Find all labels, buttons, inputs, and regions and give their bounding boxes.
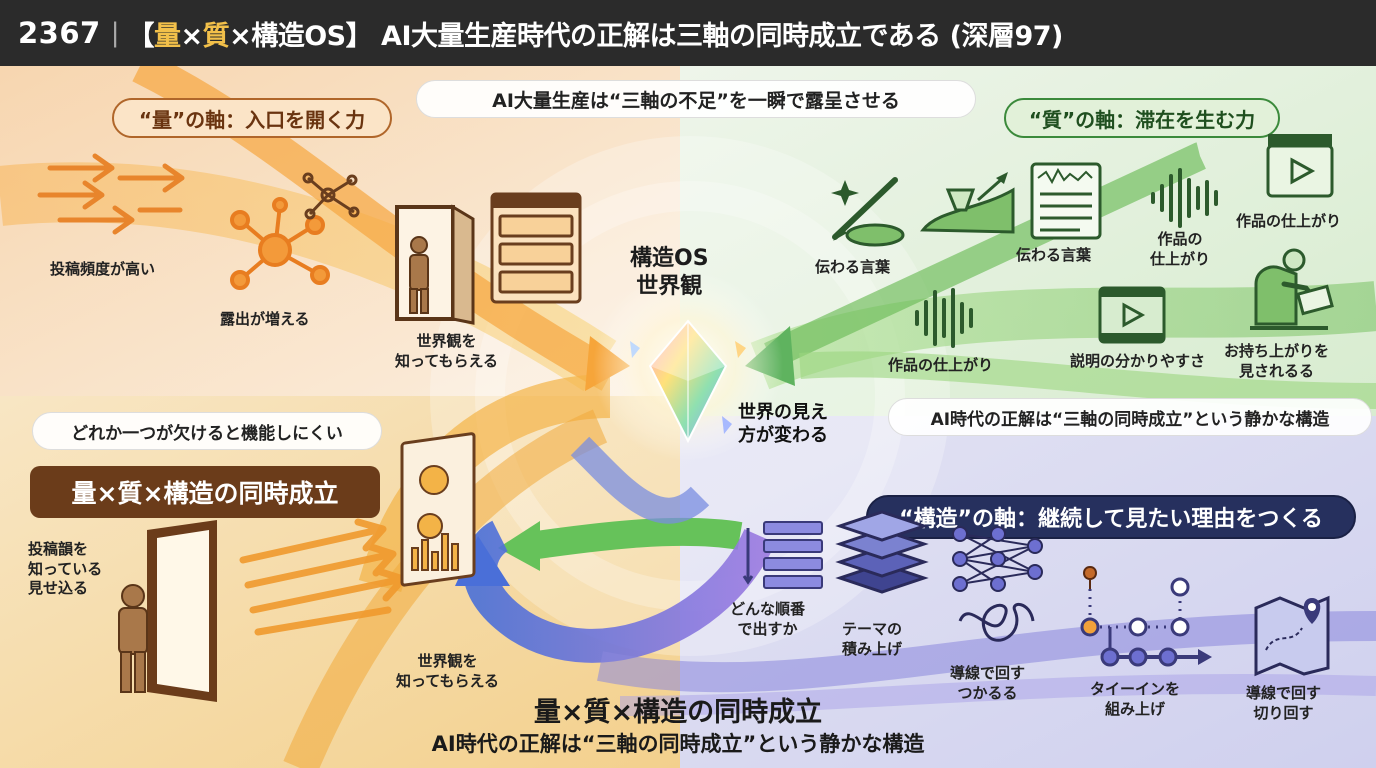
title-quality: 質	[202, 20, 230, 52]
label-worldview-known-bottom: 世界観を知ってもらえる	[396, 652, 500, 690]
label-finish-2: 作品の仕上がり	[1236, 212, 1342, 230]
header-bar: 2367 | 【量×質×構造OS】 AI大量生産時代の正解は三軸の同時成立である…	[0, 0, 1376, 66]
label-tie-in: タイーインを組み上げ	[1090, 680, 1181, 718]
title-quantity: 量	[153, 20, 181, 52]
brush-icon	[831, 177, 905, 247]
structure-axis-pill: “構造”の軸：継続して見たい理由をつくる	[866, 495, 1356, 539]
video-play-icon	[1098, 286, 1166, 344]
map-pin-icon	[1254, 595, 1330, 677]
label-theme: テーマの積み上げ	[842, 620, 903, 658]
label-flow-cycle: 導線で回す切り回す	[1246, 684, 1322, 722]
person-laptop-icon	[1250, 248, 1334, 330]
label-finish-3: 作品の仕上がり	[888, 356, 994, 374]
door-light-icon	[118, 520, 217, 702]
quantity-axis-pill: “量”の軸：入口を開く力	[112, 98, 392, 138]
note-right: AI時代の正解は“三軸の同時成立”という静かな構造	[888, 398, 1372, 436]
arrows-right-icon	[37, 153, 185, 235]
label-lifted: お持ち上がりを見されるる	[1224, 342, 1330, 380]
document-list-icon	[490, 192, 582, 304]
title-structure-os: ×構造OS】	[229, 20, 373, 52]
title-rest: AI大量生産時代の正解は三軸の同時成立である (深層97)	[381, 20, 1063, 52]
network-small-icon	[302, 172, 360, 220]
neural-network-icon	[952, 526, 1043, 592]
bottom-subtitle: AI時代の正解は“三軸の同時成立”という静かな構造	[431, 732, 925, 756]
article-number: 2367	[18, 16, 101, 50]
pen-tool-icon	[920, 172, 1015, 234]
banner-top: AI大量生産は“三軸の不足”を一瞬で露呈させる	[416, 80, 976, 118]
chart-board-icon	[400, 432, 476, 587]
label-words-convey-1: 伝わる言葉	[815, 258, 891, 276]
path-route-icon	[1080, 565, 1212, 667]
crystal-diamond-icon	[648, 319, 728, 444]
label-flow-connect: 導線で回すつかるる	[950, 664, 1026, 702]
label-know-posting: 投稿韻を知っている見せ込る	[28, 540, 103, 597]
quality-axis-pill: “質”の軸：滞在を生む力	[1004, 98, 1280, 138]
text-document-icon	[1030, 162, 1102, 240]
title-times: ×	[180, 20, 203, 52]
arrows-right-icon	[239, 518, 407, 636]
header-separator: |	[110, 18, 120, 48]
page-title: 【量×質×構造OS】 AI大量生産時代の正解は三軸の同時成立である (深層97)	[127, 14, 1063, 53]
label-exposure: 露出が増える	[220, 310, 310, 328]
left-brown-pill: 量×質×構造の同時成立	[30, 466, 380, 518]
label-finish-1: 作品の仕上がり	[1150, 230, 1211, 268]
label-posting-frequency: 投稿頻度が高い	[50, 260, 156, 278]
tangle-icon	[958, 603, 1035, 642]
soundwave-icon	[1151, 168, 1218, 228]
label-clarity: 説明の分かりやすさ	[1070, 352, 1206, 370]
label-order: どんな順番で出すか	[730, 600, 806, 638]
soundwave-icon	[915, 288, 973, 348]
door-person-icon	[395, 204, 475, 325]
bottom-title: 量×質×構造の同時成立	[533, 697, 823, 728]
label-words-convey-2: 伝わる言葉	[1016, 246, 1092, 264]
layers-stack-icon	[835, 510, 929, 594]
list-order-icon	[742, 521, 823, 589]
note-left: どれか一つが欠けると機能しにくい	[32, 412, 382, 450]
video-clip-icon	[1266, 134, 1334, 198]
center-sub: 世界の見え方が変わる	[738, 402, 828, 446]
label-worldview-known: 世界観を知ってもらえる	[395, 332, 499, 370]
title-bracket: 【	[127, 20, 154, 52]
network-node-icon	[230, 197, 330, 290]
